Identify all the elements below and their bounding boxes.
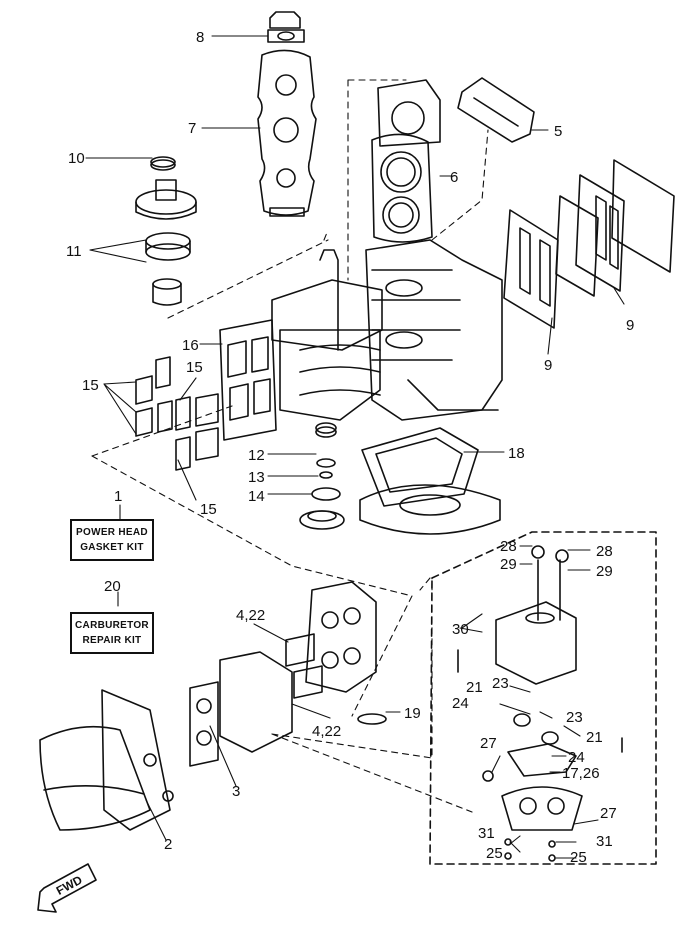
part-5-cover-gasket — [457, 77, 535, 143]
callout-3: 3 — [232, 783, 240, 800]
callout-23b: 23 — [566, 709, 583, 726]
cylinder-block-upper — [377, 79, 441, 147]
power-head-kit-line1: POWER HEAD — [76, 527, 148, 538]
callout-1: 1 — [114, 488, 122, 505]
callout-18: 18 — [508, 445, 525, 462]
callout-16: 16 — [182, 337, 199, 354]
callout-21a: 21 — [466, 679, 483, 696]
callout-29a: 29 — [500, 556, 517, 573]
power-head-gasket-kit-box: POWER HEAD GASKET KIT — [70, 519, 154, 561]
callout-19: 19 — [404, 705, 421, 722]
callout-27b: 27 — [600, 805, 617, 822]
callout-27a: 27 — [480, 735, 497, 752]
fwd-arrow — [37, 863, 97, 913]
callout-9b: 9 — [544, 357, 552, 374]
callout-21b: 21 — [586, 729, 603, 746]
callout-4-22b: 4,22 — [312, 723, 341, 740]
bearing-housing — [135, 179, 197, 220]
callout-25b: 25 — [570, 849, 587, 866]
callout-2: 2 — [164, 836, 172, 853]
callout-17-26: 17,26 — [562, 765, 600, 782]
callout-31b: 31 — [596, 833, 613, 850]
part-15-reed-valves — [135, 356, 219, 471]
carburetor-kit-line2: REPAIR KIT — [82, 635, 142, 646]
callout-24b: 24 — [568, 749, 585, 766]
carburetor-kit-line1: CARBURETOR — [75, 620, 149, 631]
group-dashed-lines — [91, 79, 489, 813]
part-8-thermostat-cover — [267, 11, 305, 43]
callout-11: 11 — [66, 243, 82, 260]
callout-5: 5 — [554, 123, 562, 140]
callout-29b: 29 — [596, 563, 613, 580]
callout-4-22a: 4,22 — [236, 607, 265, 624]
callout-15a: 15 — [186, 359, 203, 376]
leader-lines — [85, 35, 625, 859]
part-18-crankcase-gasket — [359, 427, 501, 535]
callout-14: 14 — [248, 488, 265, 505]
callout-10: 10 — [68, 150, 85, 167]
callout-8: 8 — [196, 29, 204, 46]
callout-15c: 15 — [200, 501, 217, 518]
callout-30: 30 — [452, 621, 469, 638]
carburetor-assembly — [189, 581, 387, 767]
callout-28a: 28 — [500, 538, 517, 555]
callout-7: 7 — [188, 120, 196, 137]
callout-13: 13 — [248, 469, 265, 486]
part-16-intake-gasket — [219, 319, 277, 441]
part-7-head-gasket — [257, 49, 317, 217]
part-11-seals — [145, 232, 191, 306]
carb-kit-dashed-frame — [429, 531, 657, 865]
part-10-oil-seal — [150, 156, 176, 171]
carb-float-parts — [457, 545, 623, 862]
carburetor-repair-kit-box: CARBURETOR REPAIR KIT — [70, 612, 154, 654]
callout-28b: 28 — [596, 543, 613, 560]
part-9-cover-gaskets — [503, 159, 675, 329]
callout-20: 20 — [104, 578, 121, 595]
callout-9a: 9 — [626, 317, 634, 334]
callout-12: 12 — [248, 447, 265, 464]
callout-25a: 25 — [486, 845, 503, 862]
callout-15b: 15 — [82, 377, 99, 394]
power-head-kit-line2: GASKET KIT — [80, 542, 144, 553]
part-6-cylinder-gasket — [371, 133, 433, 243]
power-head-block — [271, 239, 503, 421]
callout-24a: 24 — [452, 695, 469, 712]
part-2-silencer — [39, 689, 174, 831]
callout-23a: 23 — [492, 675, 509, 692]
callout-31a: 31 — [478, 825, 495, 842]
parts-12-14-seals — [299, 422, 345, 530]
callout-6: 6 — [450, 169, 458, 186]
